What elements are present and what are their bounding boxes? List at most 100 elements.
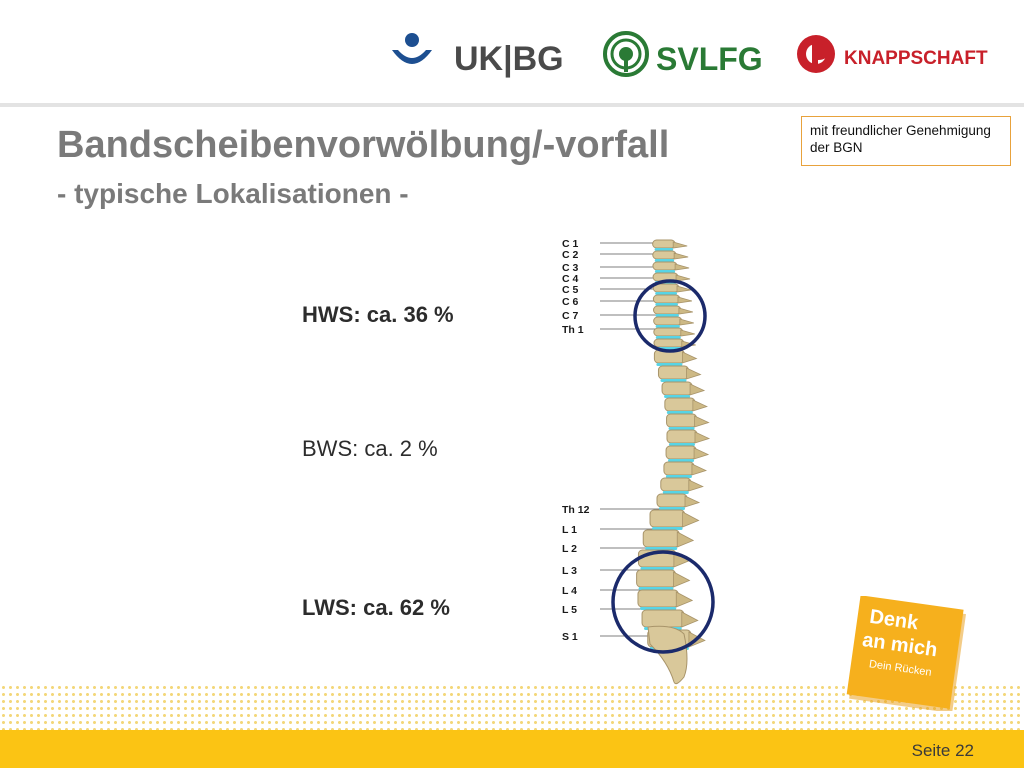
spinous-process: [682, 351, 698, 364]
vertebra: [661, 381, 693, 396]
lumbar-vertebra-label: L 5: [562, 604, 577, 616]
knappschaft-emblem-icon: [797, 35, 835, 73]
knappschaft-logo-text: KNAPPSCHAFT: [844, 48, 988, 69]
slide-subtitle: - typische Lokalisationen -: [57, 178, 409, 209]
vertebra: [653, 316, 683, 326]
cervical-vertebra-label: C 2: [562, 249, 579, 261]
cervical-vertebra-label: Th 1: [562, 324, 584, 336]
ukbg-logo-text: UK|BG: [454, 40, 564, 78]
spinous-process: [684, 495, 701, 508]
spine-svg: C 1C 2C 3C 4C 5C 6 C 7 Th 1 Th 12 L 1 L 2 L 3 L…: [562, 238, 715, 685]
spinous-process: [675, 274, 691, 282]
intervertebral-disc: [654, 270, 676, 273]
spinous-process: [692, 399, 708, 412]
spinous-process: [681, 611, 699, 628]
spinous-process: [674, 263, 690, 271]
intervertebral-disc: [655, 336, 681, 339]
vertebra: [665, 445, 697, 460]
intervertebral-disc: [662, 491, 689, 494]
intervertebral-disc: [664, 395, 691, 398]
intervertebral-disc: [655, 303, 678, 306]
header-divider: [0, 103, 1024, 107]
lumbar-highlight-circle: [611, 550, 715, 654]
intervertebral-disc: [655, 292, 677, 295]
spinous-process: [673, 571, 691, 588]
intervertebral-disc: [639, 607, 677, 610]
intervertebral-disc: [656, 363, 683, 366]
spinous-process: [676, 531, 695, 548]
cervical-vertebra-label: C 1: [562, 238, 579, 250]
spinous-process: [676, 285, 692, 293]
lumbar-vertebra-label: L 2: [562, 543, 577, 555]
vertebra: [653, 305, 682, 315]
vertebra: [653, 327, 684, 337]
vertebra: [652, 294, 681, 304]
vertebra: [657, 365, 689, 380]
intervertebral-disc: [655, 314, 679, 317]
spinous-process: [694, 415, 710, 428]
intervertebral-disc: [666, 411, 693, 414]
vertebra: [652, 250, 677, 260]
cervical-vertebra-label: C 3: [562, 262, 579, 274]
spinous-process: [682, 511, 700, 528]
spinous-process: [680, 329, 695, 337]
knappschaft-logo: KNAPPSCHAFT: [796, 32, 1008, 78]
stat-hws: HWS: ca. 36 %: [302, 302, 454, 327]
spinous-process: [678, 307, 694, 315]
spinous-process: [679, 318, 694, 326]
intervertebral-disc: [655, 325, 680, 328]
spinous-process: [688, 479, 704, 492]
spine-column: [636, 239, 711, 685]
cervical-vertebra-label: C 5: [562, 284, 579, 296]
lumbar-vertebra-label: L 3: [562, 565, 577, 577]
ukbg-logo: UK|BG: [390, 30, 580, 80]
spinous-process: [686, 367, 702, 380]
intervertebral-disc: [652, 527, 683, 530]
lumbar-vertebra-label: L 1: [562, 524, 577, 536]
vertebra: [664, 397, 696, 412]
ukbg-emblem-icon: [392, 33, 432, 64]
denk-an-mich-sticky-note: Denk an mich Dein Rücken: [843, 595, 968, 714]
intervertebral-disc: [645, 547, 678, 550]
vertebra: [642, 529, 680, 548]
cervical-vertebra-label: C 4: [562, 273, 579, 285]
vertebra: [636, 569, 676, 588]
vertebra: [666, 413, 698, 428]
vertebra: [653, 338, 685, 348]
vertebra: [652, 261, 678, 271]
lumbar-vertebra-label: L 4: [562, 585, 577, 597]
intervertebral-disc: [654, 248, 674, 251]
stat-bws: BWS: ca. 2 %: [302, 436, 438, 461]
vertebra: [641, 609, 685, 628]
stat-lws: LWS: ca. 62 %: [302, 595, 450, 620]
spinous-process: [675, 591, 694, 608]
intervertebral-disc: [659, 507, 686, 510]
intervertebral-disc: [638, 587, 674, 590]
vertebra: [656, 493, 688, 508]
cervical-vertebra-label: C 6: [562, 296, 579, 308]
spinous-process: [693, 447, 710, 460]
vertebra: [660, 477, 692, 492]
page-number: Seite 22: [911, 741, 974, 760]
intervertebral-disc: [660, 379, 687, 382]
svlfg-logo: SVLFG: [602, 30, 772, 80]
vertebra-labels: C 1C 2C 3C 4C 5C 6 C 7 Th 1 Th 12 L 1 L 2 L 3 L…: [562, 238, 590, 643]
footer-bar: [0, 730, 1024, 768]
vertebra: [663, 461, 695, 476]
spinous-process: [691, 463, 708, 476]
lumbar-vertebra-label: Th 12: [562, 504, 590, 516]
vertebra: [652, 239, 676, 249]
intervertebral-disc: [640, 567, 674, 570]
vertebra: [649, 509, 686, 528]
slide-title: Bandscheibenvorwölbung/-vorfall: [57, 124, 670, 166]
intervertebral-disc: [668, 443, 695, 446]
intervertebral-disc: [668, 459, 695, 462]
sticky-note-paper: [846, 595, 964, 709]
cervical-vertebra-label: C 7: [562, 310, 579, 322]
spinous-process: [673, 252, 689, 260]
credit-note: mit freundlicher Genehmigung der BGN: [801, 116, 1011, 166]
intervertebral-disc: [654, 259, 675, 262]
spinous-process: [672, 241, 688, 249]
spinous-process: [694, 431, 711, 444]
